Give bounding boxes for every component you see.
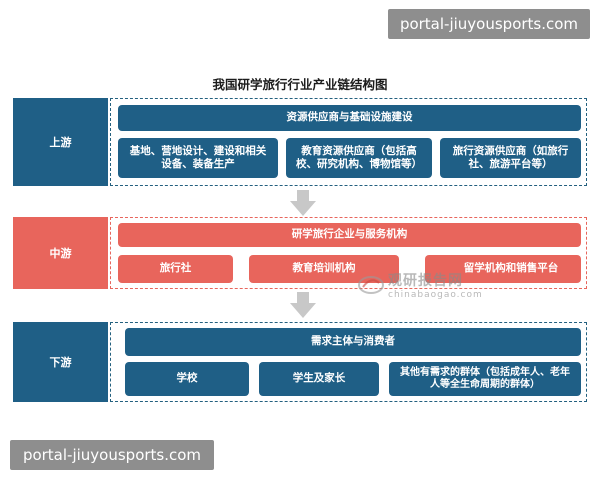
diagram-title: 我国研学旅行行业产业链结构图 [212, 77, 388, 92]
upstream-item-facilities: 基地、营地设计、建设和相关设备、装备生产 [118, 138, 278, 178]
downstream-frame [110, 322, 587, 402]
down-arrow-icon [290, 292, 316, 318]
brand-url: chinabaogao.com [388, 290, 483, 300]
watermark-bottom: portal-jiuyousports.com [10, 440, 214, 470]
brand-logo-icon [358, 276, 384, 294]
downstream-header: 需求主体与消费者 [125, 328, 581, 356]
downstream-item-other-groups: 其他有需求的群体（包括成年人、老年人等全生命周期的群体） [389, 362, 581, 396]
downstream-item-students-parents: 学生及家长 [259, 362, 379, 396]
brand-name: 观研报告网 [388, 273, 463, 289]
upstream-item-travel: 旅行资源供应商（如旅行社、旅游平台等） [440, 138, 581, 178]
midstream-item-training: 教育培训机构 [249, 255, 399, 283]
midstream-frame [110, 217, 587, 289]
brand-watermark: 观研报告网 chinabaogao.com [358, 270, 488, 306]
upstream-item-education: 教育资源供应商（包括高校、研究机构、博物馆等） [286, 138, 432, 178]
midstream-item-travel-agency: 旅行社 [118, 255, 233, 283]
upstream-header: 资源供应商与基础设施建设 [118, 105, 581, 131]
midstream-item-study-abroad: 留学机构和销售平台 [425, 255, 581, 283]
upstream-frame [110, 98, 587, 186]
midstream-label: 中游 [13, 217, 108, 289]
downstream-item-school: 学校 [125, 362, 249, 396]
midstream-header: 研学旅行企业与服务机构 [118, 223, 581, 247]
watermark-top: portal-jiuyousports.com [388, 9, 590, 39]
downstream-label: 下游 [13, 322, 108, 402]
down-arrow-icon [290, 190, 316, 216]
upstream-label: 上游 [13, 98, 108, 186]
